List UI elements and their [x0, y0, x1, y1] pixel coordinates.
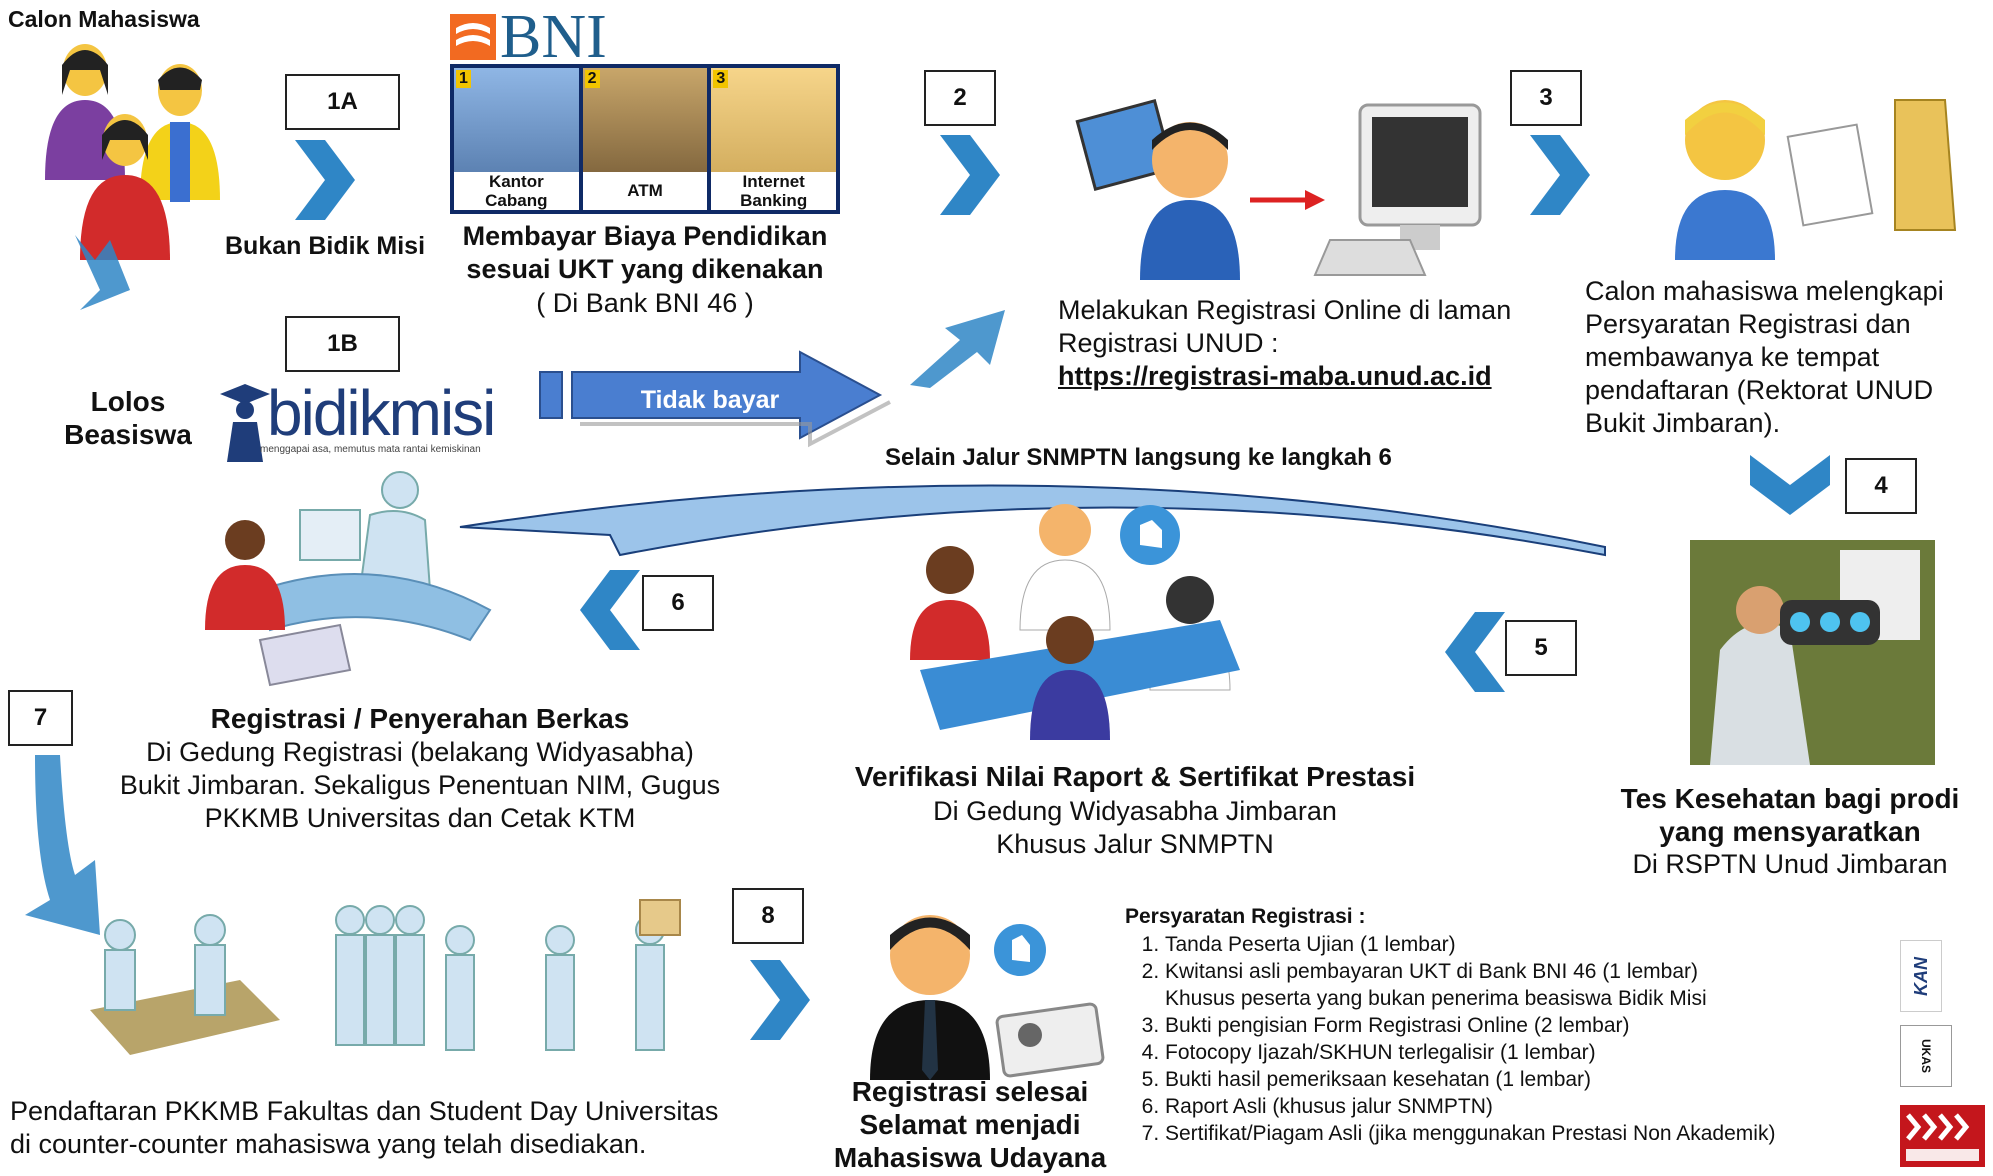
arrow-down-right-icon — [25, 755, 100, 935]
chevron-left-icon — [580, 570, 640, 650]
kan-logo-text: KAN — [1910, 956, 1931, 996]
bni-channel-atm: 2 ATM — [582, 68, 708, 210]
lolos-label: Lolos Beasiswa — [64, 386, 192, 450]
channel-label: ATM — [582, 172, 708, 210]
requirement-item: Fotocopy Ijazah/SKHUN terlegalisir (1 le… — [1165, 1039, 1885, 1066]
reg-online-text-2: Registrasi UNUD : — [1058, 328, 1279, 358]
step-6-box: 6 — [642, 575, 714, 631]
tes-title: Tes Kesehatan bagi prodi yang mensyaratk… — [1620, 783, 1960, 847]
requirements-panel: Persyaratan Registrasi : Tanda Peserta U… — [1125, 905, 1885, 1147]
step-8-box: 8 — [732, 888, 804, 944]
step-7-box: 7 — [8, 690, 73, 746]
tidak-bayar-arrow — [539, 350, 891, 448]
bukan-bidikmisi-label: Bukan Bidik Misi — [225, 232, 426, 260]
verification-meeting-illustration — [910, 504, 1240, 740]
arrow-down-lolos — [75, 235, 130, 310]
requirement-item: Raport Asli (khusus jalur SNMPTN) — [1165, 1093, 1885, 1120]
student-purple — [45, 44, 125, 180]
tes-sub: Di RSPTN Unud Jimbaran — [1632, 849, 1948, 879]
step-1b-box: 1B — [285, 316, 400, 372]
kan-logo: KAN — [1900, 940, 1942, 1012]
students-illustration — [45, 44, 220, 260]
student-red — [80, 114, 170, 260]
requirements-list: Tanda Peserta Ujian (1 lembar) Kwitansi … — [1125, 931, 1885, 1147]
page-title: Calon Mahasiswa — [8, 6, 200, 32]
student-yellow — [140, 64, 220, 202]
bni-logo: BNI — [450, 3, 607, 71]
bayar-title: Membayar Biaya Pendidikan sesuai UKT yan… — [462, 221, 828, 284]
requirement-item: Kwitansi asli pembayaran UKT di Bank BNI… — [1165, 958, 1885, 1012]
step-3-box: 3 — [1510, 70, 1582, 126]
verif-sub: Di Gedung Widyasabha Jimbaran Khusus Jal… — [933, 796, 1337, 859]
channel-label: Kantor Cabang — [454, 172, 579, 210]
graduate-icon — [220, 384, 270, 462]
chevron-right-icon — [940, 135, 1000, 215]
applicant-documents-illustration — [1675, 99, 1957, 260]
chevron-down-icon — [1750, 455, 1830, 515]
step-4-box: 4 — [1845, 458, 1917, 514]
ukas-logo-text: UKAS — [1918, 1038, 1933, 1074]
bayar-sub: ( Di Bank BNI 46 ) — [536, 288, 754, 318]
requirement-item: Bukti pengisian Form Registrasi Online (… — [1165, 1012, 1885, 1039]
curved-arrow-to-step6 — [459, 484, 1606, 557]
channel-number: 1 — [456, 70, 471, 88]
bni-emblem-icon — [450, 14, 496, 60]
bidikmisi-tagline: menggapai asa, memutus mata rantai kemis… — [260, 444, 481, 455]
reg-online-url[interactable]: https://registrasi-maba.unud.ac.id — [1058, 361, 1492, 391]
requirements-title: Persyaratan Registrasi : — [1125, 905, 1366, 928]
requirement-item: Tanda Peserta Ujian (1 lembar) — [1165, 931, 1885, 958]
registration-desk-illustration — [205, 471, 492, 687]
ukas-logo: UKAS — [1900, 1025, 1952, 1087]
requirement-item: Sertifikat/Piagam Asli (jika menggunakan… — [1165, 1120, 1885, 1147]
verif-title: Verifikasi Nilai Raport & Sertifikat Pre… — [854, 761, 1416, 792]
graduate-success-illustration — [870, 915, 1105, 1080]
step-5-box: 5 — [1505, 620, 1577, 676]
certified-system-logo — [1900, 1105, 1985, 1167]
selain-jalur-label: Selain Jalur SNMPTN langsung ke langkah … — [885, 444, 1392, 471]
eye-exam-illustration — [1690, 540, 1935, 765]
regpen-sub: Di Gedung Registrasi (belakang Widyasabh… — [119, 737, 721, 833]
chevron-right-icon — [1530, 135, 1590, 215]
pkkmb-counters-illustration — [90, 899, 681, 1055]
bidikmisi-logo: bidikmisi menggapai asa, memutus mata ra… — [215, 377, 505, 462]
regpen-title: Registrasi / Penyerahan Berkas — [210, 703, 630, 734]
bni-channel-internet: 3 Internet Banking — [711, 68, 837, 210]
tidak-bayar-label: Tidak bayar — [640, 386, 780, 414]
step-1a-box: 1A — [285, 74, 400, 130]
chevron-left-icon — [1445, 612, 1505, 692]
reg-online-text-1: Melakukan Registrasi Online di laman — [1058, 295, 1512, 325]
step-2-box: 2 — [924, 70, 996, 126]
selesai-text: Registrasi selesai Selamat menjadi Mahas… — [833, 1076, 1107, 1173]
bni-channel-kantor: 1 Kantor Cabang — [454, 68, 579, 210]
channel-number: 2 — [584, 70, 600, 88]
chevron-right-icon — [750, 960, 810, 1040]
bni-logo-text: BNI — [500, 2, 607, 71]
bidikmisi-logo-text: bidikmisi — [267, 377, 496, 449]
bni-channels-panel: 1 Kantor Cabang 2 ATM 3 Internet Banking — [450, 64, 840, 214]
channel-number: 3 — [713, 70, 729, 88]
chevron-right-icon — [295, 140, 355, 220]
channel-label: Internet Banking — [711, 172, 837, 210]
requirement-item: Bukti hasil pemeriksaan kesehatan (1 lem… — [1165, 1066, 1885, 1093]
pkkmb-text: Pendaftaran PKKMB Fakultas dan Student D… — [10, 1096, 719, 1159]
arrow-up-right-icon — [910, 310, 1005, 388]
lengkapi-text: Calon mahasiswa melengkapi Persyaratan R… — [1585, 276, 1944, 438]
online-registration-illustration — [1075, 99, 1482, 280]
